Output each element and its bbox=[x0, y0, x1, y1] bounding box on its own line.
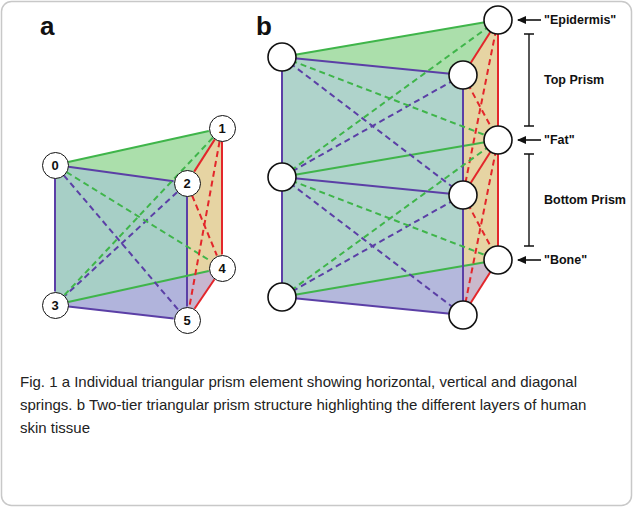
spring-line bbox=[282, 57, 463, 75]
mass-node bbox=[268, 43, 296, 71]
panel-letter: a bbox=[40, 11, 54, 42]
front-face bbox=[282, 57, 463, 195]
pointer-arrow bbox=[518, 139, 541, 141]
node-number: 1 bbox=[218, 122, 225, 135]
spring-line bbox=[282, 177, 463, 195]
spring-line bbox=[497, 20, 499, 140]
spring-line bbox=[64, 175, 178, 309]
side-face bbox=[463, 140, 498, 315]
spring-line bbox=[281, 57, 283, 177]
mass-node bbox=[484, 6, 512, 34]
spring-line bbox=[64, 138, 212, 295]
prism-nodes bbox=[268, 6, 512, 329]
prism-faces bbox=[282, 20, 498, 315]
mass-node: 3 bbox=[42, 292, 69, 319]
spring-line bbox=[463, 20, 498, 195]
mass-node bbox=[268, 163, 296, 191]
spring-line bbox=[282, 20, 498, 57]
spring-line bbox=[221, 142, 223, 255]
prism-label: Bottom Prism bbox=[544, 193, 626, 207]
spring-line bbox=[192, 196, 217, 256]
spring-line bbox=[282, 297, 463, 315]
spring-line bbox=[282, 75, 463, 177]
prism-springs bbox=[282, 20, 498, 315]
spring-line bbox=[282, 20, 498, 177]
spring-line bbox=[282, 195, 463, 297]
mass-node bbox=[449, 301, 477, 329]
spring-line bbox=[68, 131, 209, 162]
spring-line bbox=[65, 192, 177, 296]
layer-label: "Bone" bbox=[544, 253, 587, 267]
prism-label: Top Prism bbox=[544, 73, 604, 87]
mass-node bbox=[449, 61, 477, 89]
spring-line bbox=[189, 141, 219, 306]
mass-node: 5 bbox=[174, 307, 201, 334]
spring-line bbox=[282, 177, 463, 315]
spring-line bbox=[195, 279, 215, 309]
spring-line bbox=[282, 140, 498, 297]
spring-line bbox=[281, 177, 283, 297]
node-number: 3 bbox=[51, 299, 58, 312]
spring-line bbox=[67, 172, 211, 261]
mass-node: 4 bbox=[209, 255, 236, 282]
mass-node: 2 bbox=[174, 170, 201, 197]
bracket bbox=[524, 34, 534, 126]
mass-node bbox=[484, 246, 512, 274]
spring-line bbox=[463, 140, 498, 315]
figure-caption: Fig. 1 a Individual triangular prism ele… bbox=[20, 370, 616, 439]
pointer-arrow bbox=[518, 259, 541, 261]
mass-node: 1 bbox=[209, 115, 236, 142]
spring-line bbox=[462, 75, 464, 195]
node-number: 5 bbox=[183, 314, 190, 327]
node-number: 4 bbox=[218, 262, 225, 275]
pointer-arrow bbox=[518, 19, 541, 21]
layer-label: "Fat" bbox=[544, 133, 575, 147]
mass-node bbox=[484, 126, 512, 154]
spring-line bbox=[68, 307, 173, 319]
spring-line bbox=[462, 195, 464, 315]
layer-label: "Epidermis" bbox=[544, 13, 616, 27]
mass-node bbox=[449, 181, 477, 209]
spring-line bbox=[68, 271, 209, 302]
mass-node bbox=[268, 283, 296, 311]
node-number: 2 bbox=[183, 177, 190, 190]
spring-line bbox=[68, 167, 173, 181]
spring-line bbox=[186, 197, 188, 307]
spring-line bbox=[54, 179, 56, 292]
mass-node: 0 bbox=[42, 152, 69, 179]
spring-line bbox=[497, 140, 499, 260]
node-number: 0 bbox=[51, 159, 58, 172]
bracket bbox=[524, 154, 534, 246]
panel-letter: b bbox=[256, 11, 272, 42]
spring-line bbox=[282, 57, 463, 195]
